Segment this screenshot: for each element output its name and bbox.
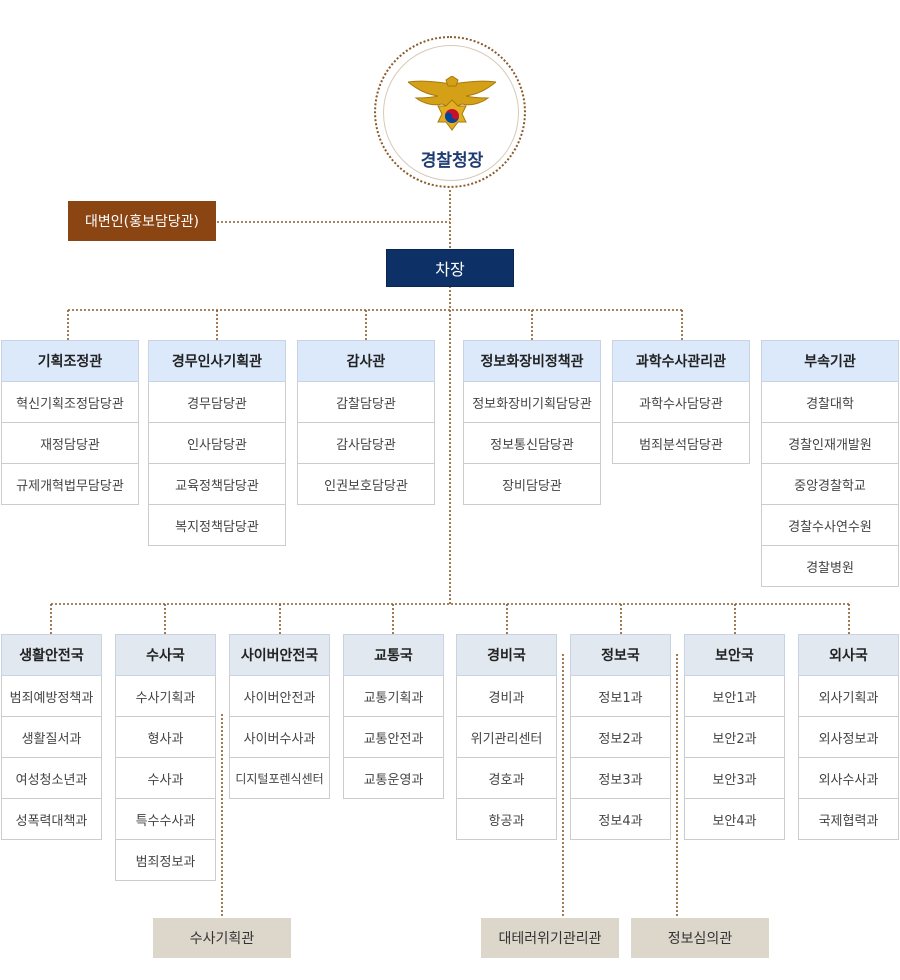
unit-item[interactable]: 경찰수사연수원 [761, 505, 899, 546]
police-eagle-emblem-icon [408, 76, 496, 131]
bureau-item[interactable]: 정보4과 [570, 799, 671, 840]
bureau-item[interactable]: 보안2과 [684, 717, 785, 758]
unit-head[interactable]: 경무인사기획관 [148, 340, 286, 382]
bureau-head[interactable]: 보안국 [684, 634, 785, 676]
bureau-item[interactable]: 여성청소년과 [1, 758, 102, 799]
bureau-item[interactable]: 국제협력과 [798, 799, 899, 840]
attached-intel-review[interactable]: 정보심의관 [631, 918, 769, 958]
attached-investigation-planning[interactable]: 수사기획관 [153, 918, 291, 958]
bureau-item[interactable]: 수사과 [115, 758, 216, 799]
unit-item[interactable]: 교육정책담당관 [148, 464, 286, 505]
bureau-head[interactable]: 수사국 [115, 634, 216, 676]
unit-item[interactable]: 감사담당관 [297, 423, 435, 464]
bureau-traffic: 교통국 교통기획과 교통안전과 교통운영과 [343, 634, 444, 799]
unit-head[interactable]: 기획조정관 [1, 340, 139, 382]
unit-item[interactable]: 인권보호담당관 [297, 464, 435, 505]
unit-hr: 경무인사기획관 경무담당관 인사담당관 교육정책담당관 복지정책담당관 [148, 340, 286, 546]
bureau-investigation: 수사국 수사기획과 형사과 수사과 특수수사과 범죄정보과 [115, 634, 216, 881]
chief-title: 경찰청장 [420, 151, 484, 171]
spokesperson-box[interactable]: 대변인(홍보담당관) [68, 201, 216, 241]
bureau-head[interactable]: 정보국 [570, 634, 671, 676]
bureau-head[interactable]: 외사국 [798, 634, 899, 676]
bureau-item[interactable]: 외사기획과 [798, 676, 899, 717]
bureau-item[interactable]: 외사정보과 [798, 717, 899, 758]
bureau-head[interactable]: 사이버안전국 [229, 634, 330, 676]
bureau-item[interactable]: 위기관리센터 [456, 717, 557, 758]
unit-item[interactable]: 중앙경찰학교 [761, 464, 899, 505]
bureau-item[interactable]: 외사수사과 [798, 758, 899, 799]
bureau-item[interactable]: 사이버수사과 [229, 717, 330, 758]
unit-it-equipment: 정보화장비정책관 정보화장비기획담당관 정보통신담당관 장비담당관 [463, 340, 601, 505]
bureau-item[interactable]: 항공과 [456, 799, 557, 840]
bureau-foreign-affairs: 외사국 외사기획과 외사정보과 외사수사과 국제협력과 [798, 634, 899, 840]
chief-inner-ring [383, 45, 519, 181]
bureau-item[interactable]: 수사기획과 [115, 676, 216, 717]
unit-item[interactable]: 경무담당관 [148, 382, 286, 423]
bureau-intelligence: 정보국 정보1과 정보2과 정보3과 정보4과 [570, 634, 671, 840]
unit-planning: 기획조정관 혁신기획조정담당관 재정담당관 규제개혁법무담당관 [1, 340, 139, 505]
bureau-head[interactable]: 교통국 [343, 634, 444, 676]
unit-item[interactable]: 경찰인재개발원 [761, 423, 899, 464]
bureau-item[interactable]: 정보2과 [570, 717, 671, 758]
bureau-item[interactable]: 보안1과 [684, 676, 785, 717]
unit-item[interactable]: 정보통신담당관 [463, 423, 601, 464]
bureau-item[interactable]: 성폭력대책과 [1, 799, 102, 840]
bureau-item[interactable]: 범죄예방정책과 [1, 676, 102, 717]
bureau-item[interactable]: 정보1과 [570, 676, 671, 717]
unit-head[interactable]: 부속기관 [761, 340, 899, 382]
bureau-item[interactable]: 보안4과 [684, 799, 785, 840]
bureau-cyber: 사이버안전국 사이버안전과 사이버수사과 디지털포렌식센터 [229, 634, 330, 799]
chief-circle: 경찰청장 [374, 36, 526, 188]
unit-item[interactable]: 범죄분석담당관 [612, 423, 750, 464]
unit-item[interactable]: 혁신기획조정담당관 [1, 382, 139, 423]
attached-counterterror[interactable]: 대테러위기관리관 [481, 918, 619, 958]
bureau-item[interactable]: 정보3과 [570, 758, 671, 799]
unit-head[interactable]: 감사관 [297, 340, 435, 382]
unit-item[interactable]: 정보화장비기획담당관 [463, 382, 601, 423]
unit-item[interactable]: 과학수사담당관 [612, 382, 750, 423]
unit-forensics: 과학수사관리관 과학수사담당관 범죄분석담당관 [612, 340, 750, 464]
unit-head[interactable]: 정보화장비정책관 [463, 340, 601, 382]
unit-affiliated: 부속기관 경찰대학 경찰인재개발원 중앙경찰학교 경찰수사연수원 경찰병원 [761, 340, 899, 587]
bureau-item[interactable]: 경호과 [456, 758, 557, 799]
bureau-item[interactable]: 사이버안전과 [229, 676, 330, 717]
deputy-box[interactable]: 차장 [386, 249, 514, 287]
bureau-item[interactable]: 경비과 [456, 676, 557, 717]
unit-item[interactable]: 감찰담당관 [297, 382, 435, 423]
bureau-item[interactable]: 특수수사과 [115, 799, 216, 840]
bureau-item[interactable]: 생활질서과 [1, 717, 102, 758]
bureau-item[interactable]: 보안3과 [684, 758, 785, 799]
bureau-item[interactable]: 교통운영과 [343, 758, 444, 799]
bureau-item[interactable]: 범죄정보과 [115, 840, 216, 881]
bureau-head[interactable]: 생활안전국 [1, 634, 102, 676]
unit-item[interactable]: 경찰대학 [761, 382, 899, 423]
bureau-item[interactable]: 교통안전과 [343, 717, 444, 758]
bureau-item[interactable]: 디지털포렌식센터 [229, 758, 330, 799]
bureau-item[interactable]: 형사과 [115, 717, 216, 758]
bureau-national-security: 보안국 보안1과 보안2과 보안3과 보안4과 [684, 634, 785, 840]
unit-item[interactable]: 재정담당관 [1, 423, 139, 464]
unit-item[interactable]: 장비담당관 [463, 464, 601, 505]
unit-item[interactable]: 복지정책담당관 [148, 505, 286, 546]
bureau-community-safety: 생활안전국 범죄예방정책과 생활질서과 여성청소년과 성폭력대책과 [1, 634, 102, 840]
unit-head[interactable]: 과학수사관리관 [612, 340, 750, 382]
bureau-head[interactable]: 경비국 [456, 634, 557, 676]
bureau-item[interactable]: 교통기획과 [343, 676, 444, 717]
unit-item[interactable]: 규제개혁법무담당관 [1, 464, 139, 505]
unit-audit: 감사관 감찰담당관 감사담당관 인권보호담당관 [297, 340, 435, 505]
unit-item[interactable]: 경찰병원 [761, 546, 899, 587]
unit-item[interactable]: 인사담당관 [148, 423, 286, 464]
bureau-security-guard: 경비국 경비과 위기관리센터 경호과 항공과 [456, 634, 557, 840]
